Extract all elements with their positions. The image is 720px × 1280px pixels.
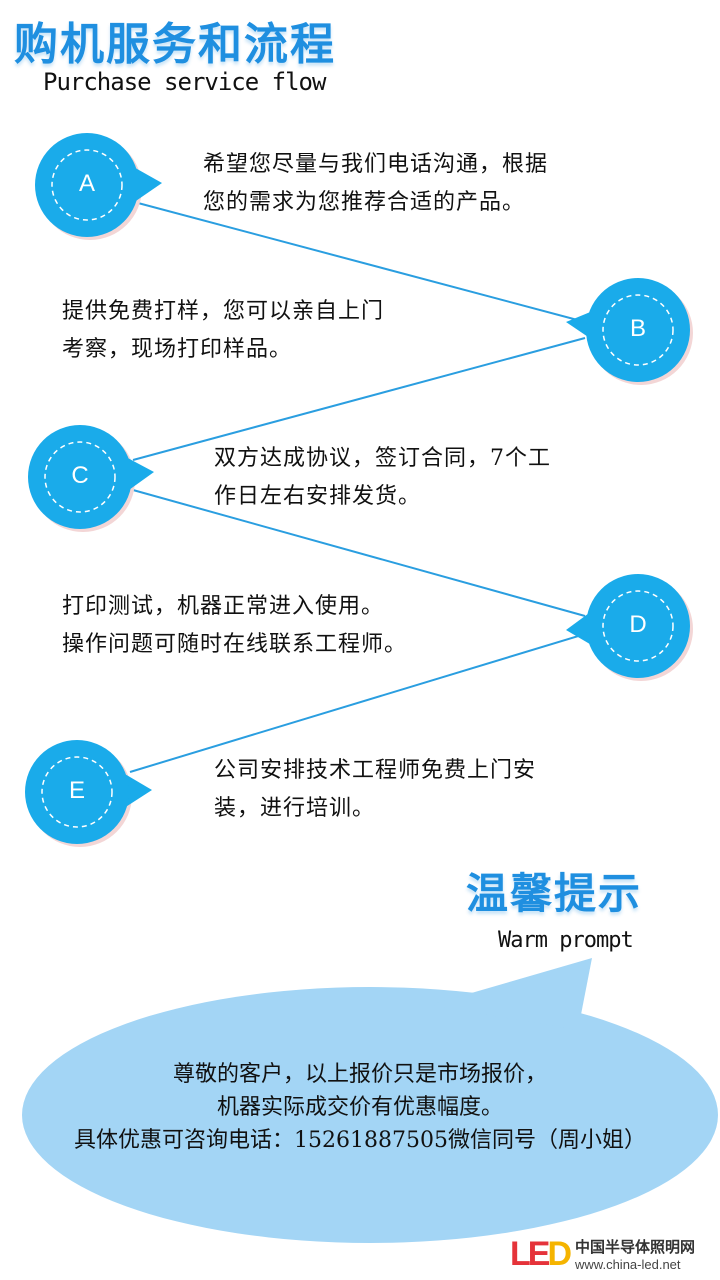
step-a-text: 希望您尽量与我们电话沟通，根据您的需求为您推荐合适的产品。 [203, 152, 549, 215]
step-b-text: 提供免费打样，您可以亲自上门考察，现场打印样品。 [62, 299, 385, 362]
connector-c-d [132, 489, 586, 617]
step-letter-a: A [78, 170, 95, 197]
tips-subtitle: Warm prompt [498, 928, 634, 953]
connector-lines [129, 202, 586, 773]
connector-d-e [129, 633, 586, 773]
tips-text: 尊敬的客户，以上报价只是市场报价， 机器实际成交价有优惠幅度。 具体优惠可咨询电… [74, 1062, 646, 1153]
watermark: LED 中国半导体照明网 www.china-led.net [510, 1236, 695, 1272]
step-letter-b: B [629, 315, 646, 342]
speech-bubble [22, 958, 718, 1243]
circle-e [25, 740, 152, 847]
watermark-name: 中国半导体照明网 [575, 1238, 696, 1256]
step-letter-e: E [68, 777, 85, 804]
tips-title: 温馨提示 [466, 869, 643, 918]
circle-a [35, 133, 162, 240]
circle-b [566, 278, 693, 385]
step-c-text: 双方达成协议，签订合同，7个工作日左右安排发货。 [214, 446, 551, 509]
circle-d [566, 574, 693, 681]
connector-a-b [137, 202, 586, 323]
led-logo: LED [510, 1235, 572, 1273]
circle-c [28, 425, 154, 532]
step-letter-d: D [629, 611, 647, 638]
watermark-url: www.china-led.net [575, 1257, 681, 1272]
step-e-text: 公司安排技术工程师免费上门安装，进行培训。 [214, 758, 537, 821]
page-subtitle: Purchase service flow [43, 68, 326, 96]
step-letter-c: C [71, 462, 89, 489]
step-d-text: 打印测试，机器正常进入使用。操作问题可随时在线联系工程师。 [62, 594, 408, 657]
connector-b-c [132, 337, 586, 461]
page-title: 购机服务和流程 [14, 19, 336, 70]
